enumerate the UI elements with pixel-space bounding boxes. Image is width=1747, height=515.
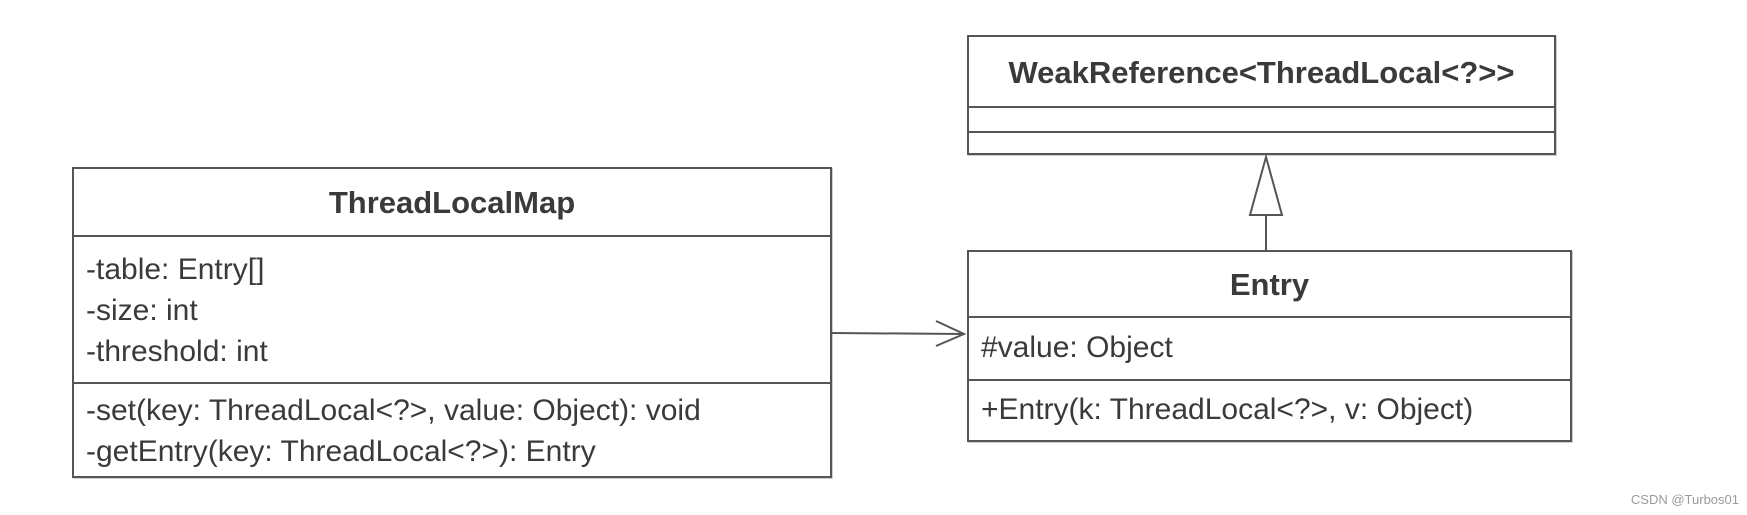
association-arrow [831, 320, 967, 347]
attributes-section: #value: Object [969, 318, 1570, 379]
operation-set: -set(key: ThreadLocal<?>, value: Object)… [86, 394, 701, 427]
watermark: CSDN @Turbos01 [1630, 492, 1739, 507]
operation-getentry: -getEntry(key: ThreadLocal<?>): Entry [86, 435, 596, 468]
class-weakreference: WeakReference<ThreadLocal<?>> [967, 35, 1556, 155]
operations-section: -set(key: ThreadLocal<?>, value: Object)… [74, 382, 830, 472]
attributes-section: -table: Entry[] -size: int -threshold: i… [74, 237, 830, 382]
class-entry: Entry #value: Object +Entry(k: ThreadLoc… [967, 250, 1572, 442]
attribute-size: -size: int [86, 294, 198, 327]
class-name: WeakReference<ThreadLocal<?>> [969, 37, 1554, 108]
operations-section: +Entry(k: ThreadLocal<?>, v: Object) [969, 379, 1570, 438]
attribute-value: #value: Object [981, 331, 1173, 364]
attribute-threshold: -threshold: int [86, 335, 268, 368]
attribute-table: -table: Entry[] [86, 253, 265, 286]
operations-section [969, 131, 1554, 154]
class-name: ThreadLocalMap [74, 169, 830, 237]
class-name: Entry [969, 252, 1570, 318]
operation-entry-constructor: +Entry(k: ThreadLocal<?>, v: Object) [981, 393, 1474, 426]
generalization-arrow [1248, 153, 1284, 250]
attributes-section [969, 108, 1554, 131]
class-threadlocalmap: ThreadLocalMap -table: Entry[] -size: in… [72, 167, 832, 478]
